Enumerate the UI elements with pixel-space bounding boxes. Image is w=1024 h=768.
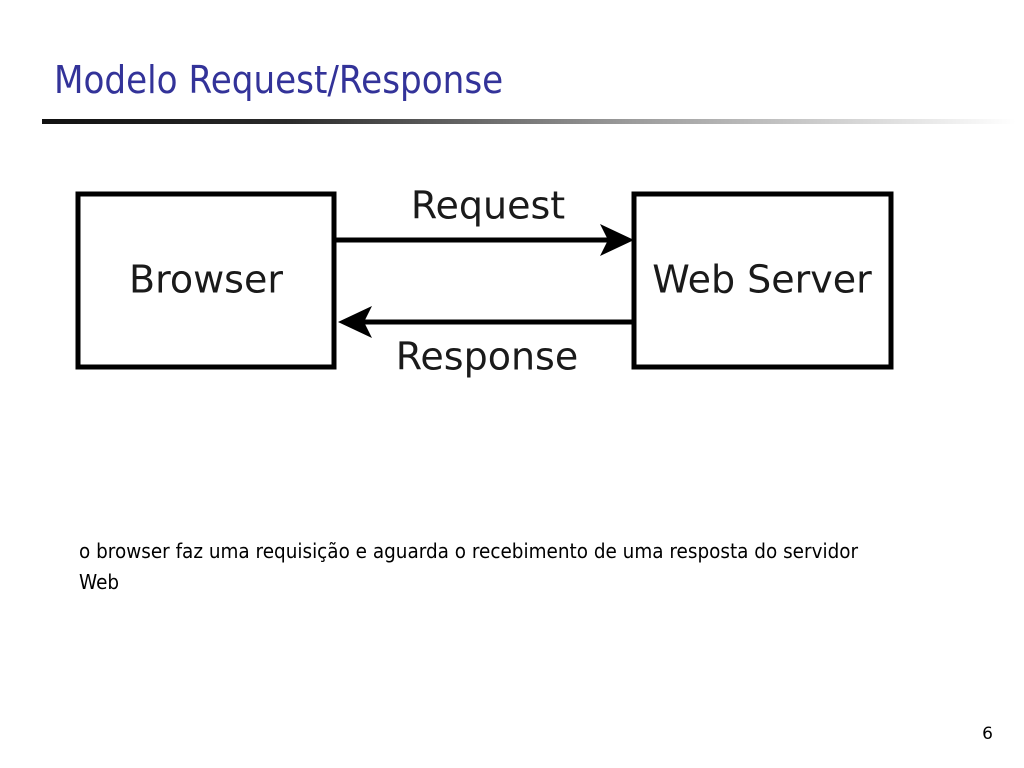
request-arrow (336, 224, 634, 256)
web-server-box: Web Server (631, 191, 894, 370)
page-number: 6 (982, 724, 993, 744)
response-arrow (338, 306, 632, 338)
browser-box-border (75, 191, 337, 370)
slide-title: Modelo Request/Response (54, 58, 504, 102)
response-arrowhead (338, 306, 372, 338)
web-server-box-border (631, 191, 894, 370)
request-label: Request (411, 184, 565, 228)
web-server-label: Web Server (652, 258, 872, 302)
slide-caption: o browser faz uma requisição e aguarda o… (79, 539, 859, 594)
browser-box: Browser (75, 191, 337, 370)
browser-label: Browser (129, 258, 283, 302)
request-response-diagram: Browser Web Server Request Response (75, 184, 894, 379)
title-underline (42, 119, 1016, 124)
request-arrowhead (600, 224, 634, 256)
response-label: Response (396, 335, 579, 379)
